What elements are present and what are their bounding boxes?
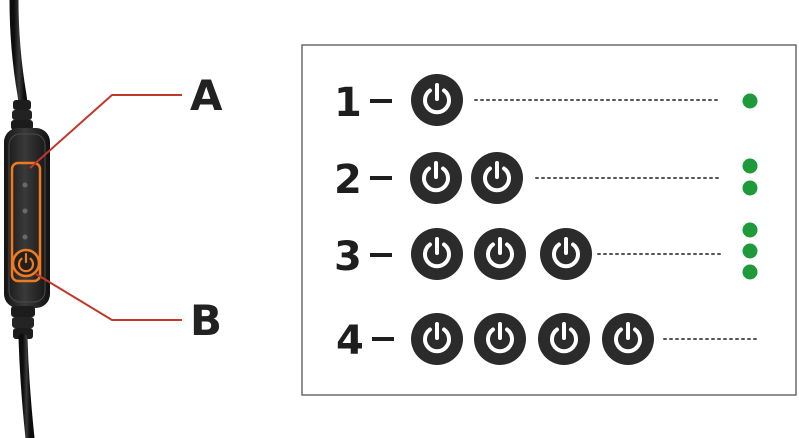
- strain-relief-bottom: [11, 306, 35, 339]
- cable-upper: [9, 0, 29, 115]
- green-led: [742, 222, 758, 238]
- green-led: [742, 158, 758, 174]
- indicator-led-2: [22, 208, 28, 214]
- power-icon: [471, 152, 523, 204]
- power-button: [11, 248, 41, 278]
- step-row-3: 3: [334, 222, 758, 280]
- callout-line-b: [35, 273, 182, 321]
- step-number-1: 1: [334, 80, 362, 126]
- green-led: [742, 243, 758, 259]
- green-led: [742, 180, 758, 196]
- power-icon: [538, 313, 590, 365]
- indicator-led-3: [22, 234, 28, 240]
- power-icon: [540, 228, 592, 280]
- power-icon: [411, 228, 463, 280]
- step-number-4: 4: [336, 318, 364, 364]
- step-row-2: 2: [334, 152, 758, 204]
- power-icon: [474, 228, 526, 280]
- green-led: [742, 93, 758, 109]
- step-number-3: 3: [334, 234, 362, 280]
- cable-controller: [4, 0, 50, 438]
- power-icon: [410, 152, 462, 204]
- cable-lower: [18, 333, 35, 438]
- indicator-led-1: [22, 182, 28, 188]
- callout-label-b: B: [190, 296, 222, 345]
- power-icon: [474, 313, 526, 365]
- strain-relief-top: [11, 100, 33, 130]
- callout-line-a: [29, 94, 182, 169]
- power-icon: [411, 313, 463, 365]
- step-row-1: 1: [334, 74, 758, 126]
- power-icon: [411, 74, 463, 126]
- green-led: [742, 264, 758, 280]
- power-icon: [602, 313, 654, 365]
- callout-label-a: A: [190, 71, 223, 120]
- step-number-2: 2: [334, 157, 362, 203]
- step-row-4: 4: [336, 313, 757, 365]
- indicator-lights: [10, 161, 42, 283]
